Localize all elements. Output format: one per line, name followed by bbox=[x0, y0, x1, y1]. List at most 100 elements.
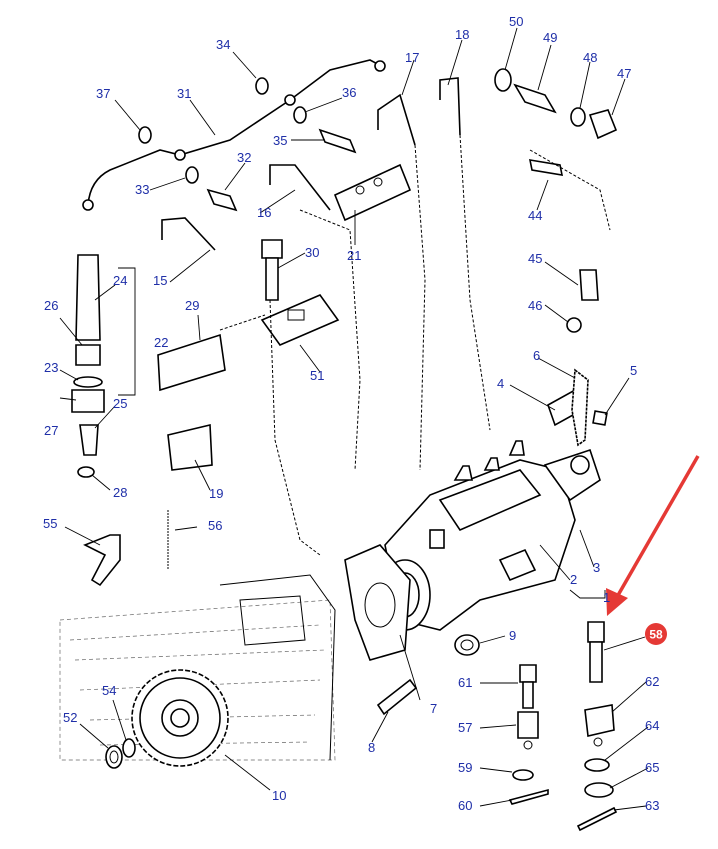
valve-48 bbox=[570, 107, 586, 127]
callout-18: 18 bbox=[455, 27, 469, 42]
callout-47: 47 bbox=[617, 66, 631, 81]
washer-23 bbox=[73, 376, 103, 388]
callout-35: 35 bbox=[273, 133, 287, 148]
split-pin-64 bbox=[576, 806, 618, 832]
callout-29: 29 bbox=[185, 298, 199, 313]
washer-36 bbox=[293, 106, 307, 124]
cap-nut-47 bbox=[588, 109, 618, 140]
callout-63: 62 bbox=[645, 674, 659, 689]
drive-gear bbox=[131, 669, 229, 767]
nozzle-25 bbox=[79, 424, 99, 456]
callout-59: 59 bbox=[458, 760, 472, 775]
pipe-15 bbox=[161, 217, 216, 251]
callout-6: 6 bbox=[533, 348, 540, 363]
callout-66: 65 bbox=[645, 760, 659, 775]
bracket-56 bbox=[83, 534, 121, 587]
callout-44: 44 bbox=[528, 208, 542, 223]
callout-33: 33 bbox=[135, 182, 149, 197]
callout-15: 15 bbox=[153, 273, 167, 288]
pipe-18 bbox=[439, 77, 461, 136]
callout-56: 55 bbox=[43, 516, 57, 531]
key-5 bbox=[592, 410, 608, 426]
washer-37 bbox=[138, 126, 152, 144]
pipe-16 bbox=[269, 164, 331, 211]
nozzle-nut-27 bbox=[71, 389, 105, 413]
split-pin-60 bbox=[508, 788, 549, 805]
callout-2: 2 bbox=[570, 572, 577, 587]
callout-22: 22 bbox=[154, 335, 168, 350]
injection-pump-body bbox=[379, 440, 601, 631]
callout-25: 25 bbox=[113, 396, 127, 411]
callout-23: 23 bbox=[44, 360, 58, 375]
pipe-17 bbox=[377, 93, 416, 146]
callout-30: 30 bbox=[305, 245, 319, 260]
callout-4: 4 bbox=[497, 376, 504, 391]
leak-off-pipe-31 bbox=[82, 59, 386, 211]
washer-33 bbox=[185, 166, 199, 184]
olive-46 bbox=[566, 317, 582, 333]
union-45 bbox=[579, 269, 599, 301]
callout-28: 28 bbox=[113, 485, 127, 500]
bolt-32 bbox=[206, 188, 238, 212]
callout-34: 34 bbox=[216, 37, 230, 52]
clamp-29 bbox=[157, 333, 226, 392]
washer-65 bbox=[584, 758, 610, 772]
callout-24: 24 bbox=[113, 273, 127, 288]
callout-62-badge[interactable]: 58 bbox=[645, 623, 667, 645]
bolt-61 bbox=[519, 664, 537, 709]
spring-26 bbox=[75, 344, 101, 366]
callout-62: 58 bbox=[649, 628, 663, 642]
callout-9: 9 bbox=[509, 628, 516, 643]
callout-52: 51 bbox=[310, 368, 324, 383]
callout-48: 48 bbox=[583, 50, 597, 65]
callout-17: 17 bbox=[405, 50, 419, 65]
washer-55 bbox=[122, 738, 136, 758]
callout-19: 19 bbox=[209, 486, 223, 501]
callout-labels: 1 2 3 4 5 6 7 8 9 10 15 16 17 18 19 21 2… bbox=[43, 14, 659, 813]
gear-6 bbox=[571, 368, 589, 447]
nut-54 bbox=[105, 745, 123, 769]
callout-65: 64 bbox=[645, 718, 659, 733]
pipe-44 bbox=[528, 159, 564, 176]
washer-66 bbox=[584, 782, 614, 798]
callout-36: 36 bbox=[342, 85, 356, 100]
washer-59 bbox=[512, 769, 534, 781]
bolt-62 bbox=[587, 621, 605, 683]
leader-lines bbox=[59, 27, 649, 811]
callout-64: 63 bbox=[645, 798, 659, 813]
bush-9 bbox=[454, 634, 480, 656]
union-35 bbox=[318, 128, 357, 154]
callout-5: 5 bbox=[630, 363, 637, 378]
spring-49 bbox=[513, 83, 557, 114]
plate-52 bbox=[260, 294, 340, 346]
callout-21: 21 bbox=[347, 248, 361, 263]
spacer-58 bbox=[517, 711, 539, 750]
callout-3: 3 bbox=[593, 560, 600, 575]
seal-50 bbox=[494, 68, 512, 92]
stud-8 bbox=[376, 678, 418, 716]
banjo-bolt-34 bbox=[255, 77, 269, 95]
callout-32: 32 bbox=[237, 150, 251, 165]
callout-60: 60 bbox=[458, 798, 472, 813]
callout-57: 56 bbox=[208, 518, 222, 533]
callout-26: 26 bbox=[44, 298, 58, 313]
spacer-63 bbox=[584, 704, 615, 747]
callout-58: 57 bbox=[458, 720, 472, 735]
callout-45: 45 bbox=[528, 251, 542, 266]
bracket-19 bbox=[167, 423, 213, 471]
callout-46: 46 bbox=[528, 298, 542, 313]
callout-1: 1 bbox=[603, 590, 610, 605]
callout-16: 16 bbox=[257, 205, 271, 220]
bolt-30 bbox=[261, 239, 283, 301]
callout-8: 8 bbox=[368, 740, 375, 755]
callout-10: 10 bbox=[272, 788, 286, 803]
callout-55: 54 bbox=[102, 683, 116, 698]
highlight-arrow bbox=[606, 455, 700, 616]
callout-61: 61 bbox=[458, 675, 472, 690]
callout-49: 49 bbox=[543, 30, 557, 45]
callout-7: 7 bbox=[430, 701, 437, 716]
callout-37: 37 bbox=[96, 86, 110, 101]
callout-54: 52 bbox=[63, 710, 77, 725]
injector-holder-24 bbox=[75, 254, 101, 341]
